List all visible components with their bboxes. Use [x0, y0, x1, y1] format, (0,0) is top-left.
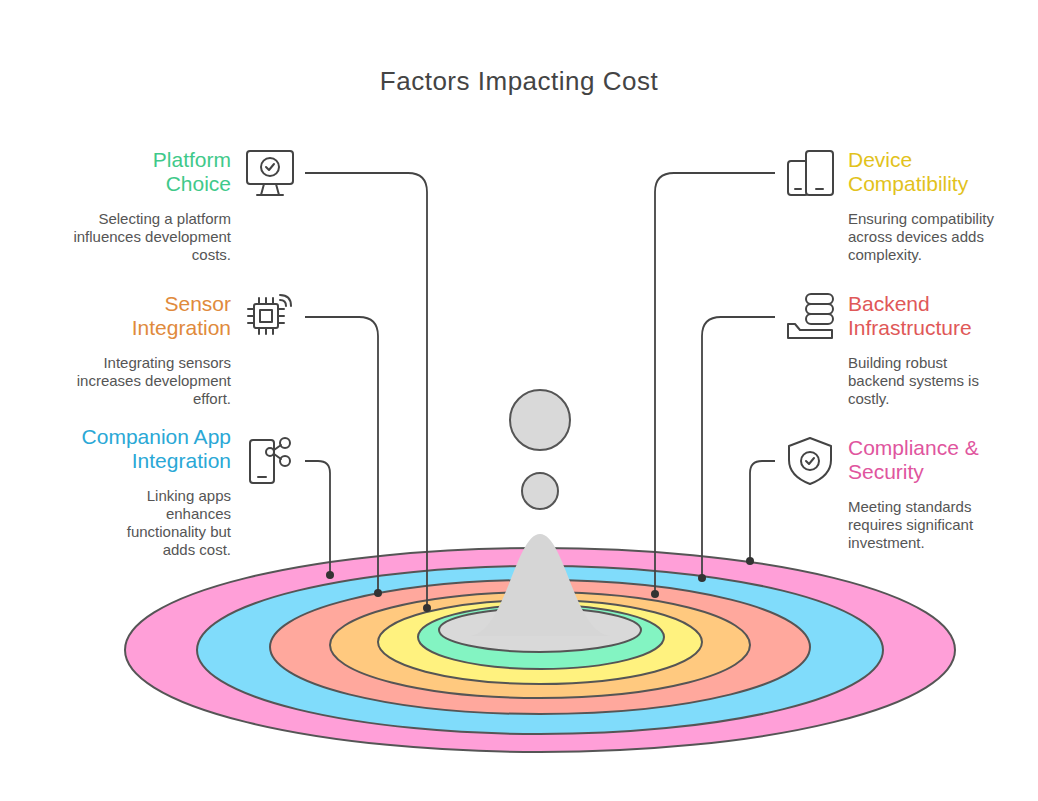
- factor-callout: Platform ChoiceSelecting a platform infl…: [71, 148, 231, 264]
- server-icon: [788, 294, 833, 338]
- share-phone-icon: [250, 438, 290, 483]
- leader-lines: [305, 173, 775, 608]
- leader-line: [305, 173, 427, 608]
- drop: [510, 390, 570, 450]
- leader-dot: [423, 604, 431, 612]
- factor-description: Building robust backend systems is costl…: [848, 354, 1000, 408]
- factor-callout: Sensor IntegrationIntegrating sensors in…: [76, 292, 231, 408]
- factor-callout: Device CompatibilityEnsuring compatibili…: [848, 148, 1008, 264]
- factor-callout: Backend InfrastructureBuilding robust ba…: [848, 292, 1008, 408]
- factor-heading: Companion App Integration: [51, 425, 231, 473]
- leader-dot: [746, 557, 754, 565]
- factor-heading: Device Compatibility: [848, 148, 1008, 196]
- factor-heading: Sensor Integration: [101, 292, 231, 340]
- drop: [522, 473, 558, 509]
- leader-line: [655, 173, 775, 594]
- leader-line: [305, 317, 378, 593]
- title: Factors Impacting Cost: [0, 66, 1038, 97]
- leader-dot: [651, 590, 659, 598]
- splash-peak: [468, 534, 612, 636]
- factor-description: Linking apps enhances functionality but …: [96, 487, 231, 559]
- factor-callout: Compliance & SecurityMeeting standards r…: [848, 436, 1008, 552]
- factor-description: Selecting a platform influences developm…: [71, 210, 231, 264]
- factor-heading: Backend Infrastructure: [848, 292, 1008, 340]
- factor-description: Meeting standards requires significant i…: [848, 498, 1000, 552]
- leader-dot: [326, 571, 334, 579]
- leader-line: [702, 317, 775, 578]
- leader-line: [750, 461, 775, 561]
- factor-description: Integrating sensors increases developmen…: [76, 354, 231, 408]
- factor-callout: Companion App IntegrationLinking apps en…: [51, 425, 231, 559]
- leader-dots: [326, 557, 754, 612]
- shield-icon: [789, 438, 831, 484]
- leader-dot: [698, 574, 706, 582]
- devices-icon: [788, 151, 833, 195]
- monitor-icon: [247, 151, 293, 195]
- chip-icon: [248, 295, 291, 334]
- factor-heading: Compliance & Security: [848, 436, 1008, 484]
- factor-description: Ensuring compatibility across devices ad…: [848, 210, 1000, 264]
- leader-dot: [374, 589, 382, 597]
- factor-heading: Platform Choice: [131, 148, 231, 196]
- leader-line: [305, 461, 330, 575]
